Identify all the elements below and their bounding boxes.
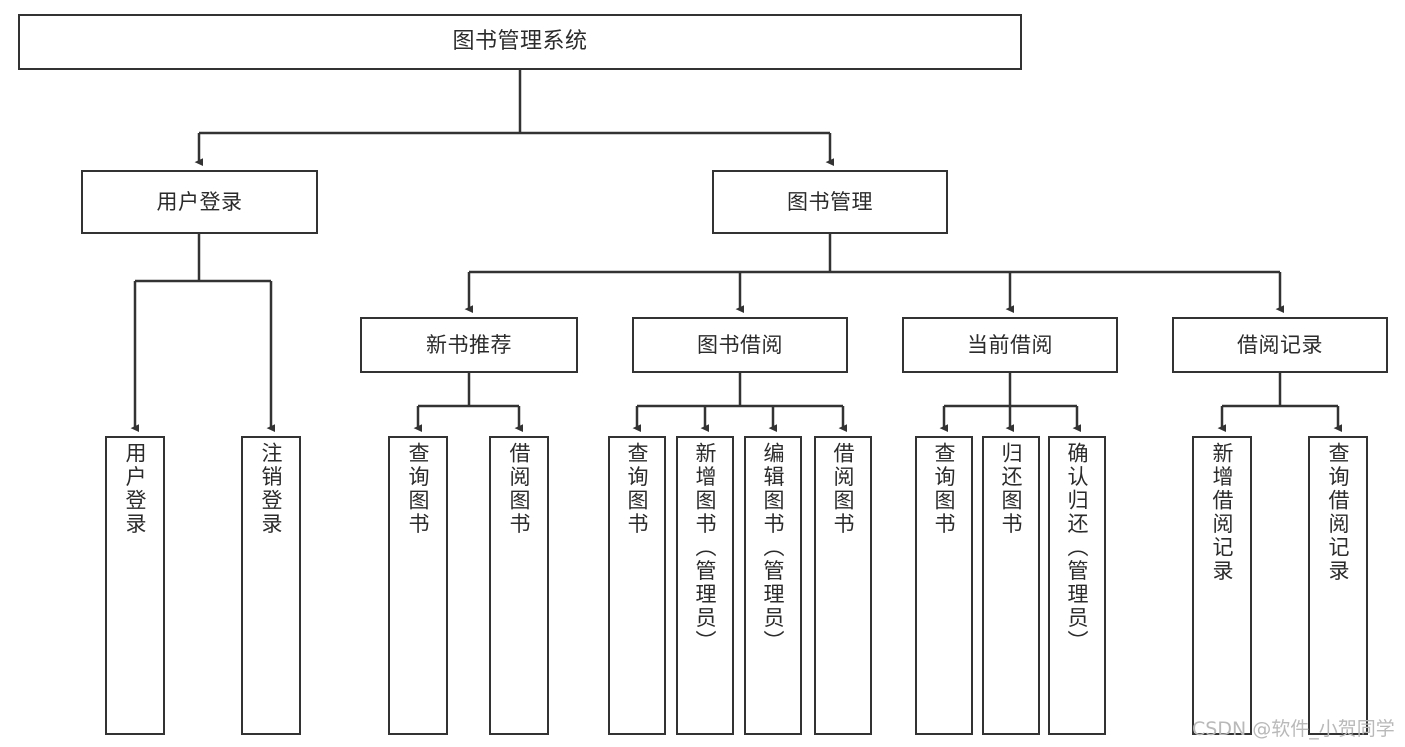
node-label: 查询借阅记录 [1326, 442, 1351, 583]
leaf-user-login-logout[interactable]: 注销登录 [241, 436, 301, 735]
node-label: 当前借阅 [967, 332, 1053, 357]
node-label: 确认归还（管理员） [1065, 442, 1090, 654]
leaf-new-book-query-book[interactable]: 查询图书 [388, 436, 448, 735]
node-label: 图书管理系统 [452, 29, 588, 55]
node-user-login[interactable]: 用户登录 [81, 170, 318, 234]
node-label: 用户登录 [156, 189, 243, 214]
node-new-book-recommend[interactable]: 新书推荐 [360, 317, 578, 373]
node-current-borrow[interactable]: 当前借阅 [902, 317, 1118, 373]
node-label: 用户登录 [123, 442, 148, 536]
node-root-system[interactable]: 图书管理系统 [18, 14, 1022, 70]
node-label: 新增借阅记录 [1210, 442, 1235, 583]
node-label: 编辑图书（管理员） [761, 442, 786, 654]
node-label: 归还图书 [999, 442, 1024, 536]
leaf-new-book-borrow-book[interactable]: 借阅图书 [489, 436, 549, 735]
node-label: 新书推荐 [426, 332, 512, 357]
node-label: 图书管理 [787, 189, 873, 214]
leaf-borrow-records-add-record[interactable]: 新增借阅记录 [1192, 436, 1252, 735]
node-label: 查询图书 [625, 442, 650, 536]
leaf-current-borrow-return-book[interactable]: 归还图书 [982, 436, 1040, 735]
node-label: 借阅图书 [831, 442, 856, 536]
node-label: 借阅图书 [507, 442, 532, 536]
node-label: 查询图书 [932, 442, 957, 536]
leaf-borrow-records-query-record[interactable]: 查询借阅记录 [1308, 436, 1368, 735]
leaf-current-borrow-query-book[interactable]: 查询图书 [915, 436, 973, 735]
node-borrow-records[interactable]: 借阅记录 [1172, 317, 1388, 373]
node-book-borrow[interactable]: 图书借阅 [632, 317, 848, 373]
leaf-book-borrow-borrow-book[interactable]: 借阅图书 [814, 436, 872, 735]
node-book-management[interactable]: 图书管理 [712, 170, 948, 234]
leaf-current-borrow-confirm-return[interactable]: 确认归还（管理员） [1048, 436, 1106, 735]
node-label: 查询图书 [406, 442, 431, 536]
node-label: 图书借阅 [697, 332, 783, 357]
leaf-user-login-login[interactable]: 用户登录 [105, 436, 165, 735]
leaf-book-borrow-query-book[interactable]: 查询图书 [608, 436, 666, 735]
leaf-book-borrow-add-book[interactable]: 新增图书（管理员） [676, 436, 734, 735]
node-label: 注销登录 [259, 442, 284, 536]
node-label: 借阅记录 [1237, 332, 1323, 357]
node-label: 新增图书（管理员） [693, 442, 718, 654]
leaf-book-borrow-edit-book[interactable]: 编辑图书（管理员） [744, 436, 802, 735]
